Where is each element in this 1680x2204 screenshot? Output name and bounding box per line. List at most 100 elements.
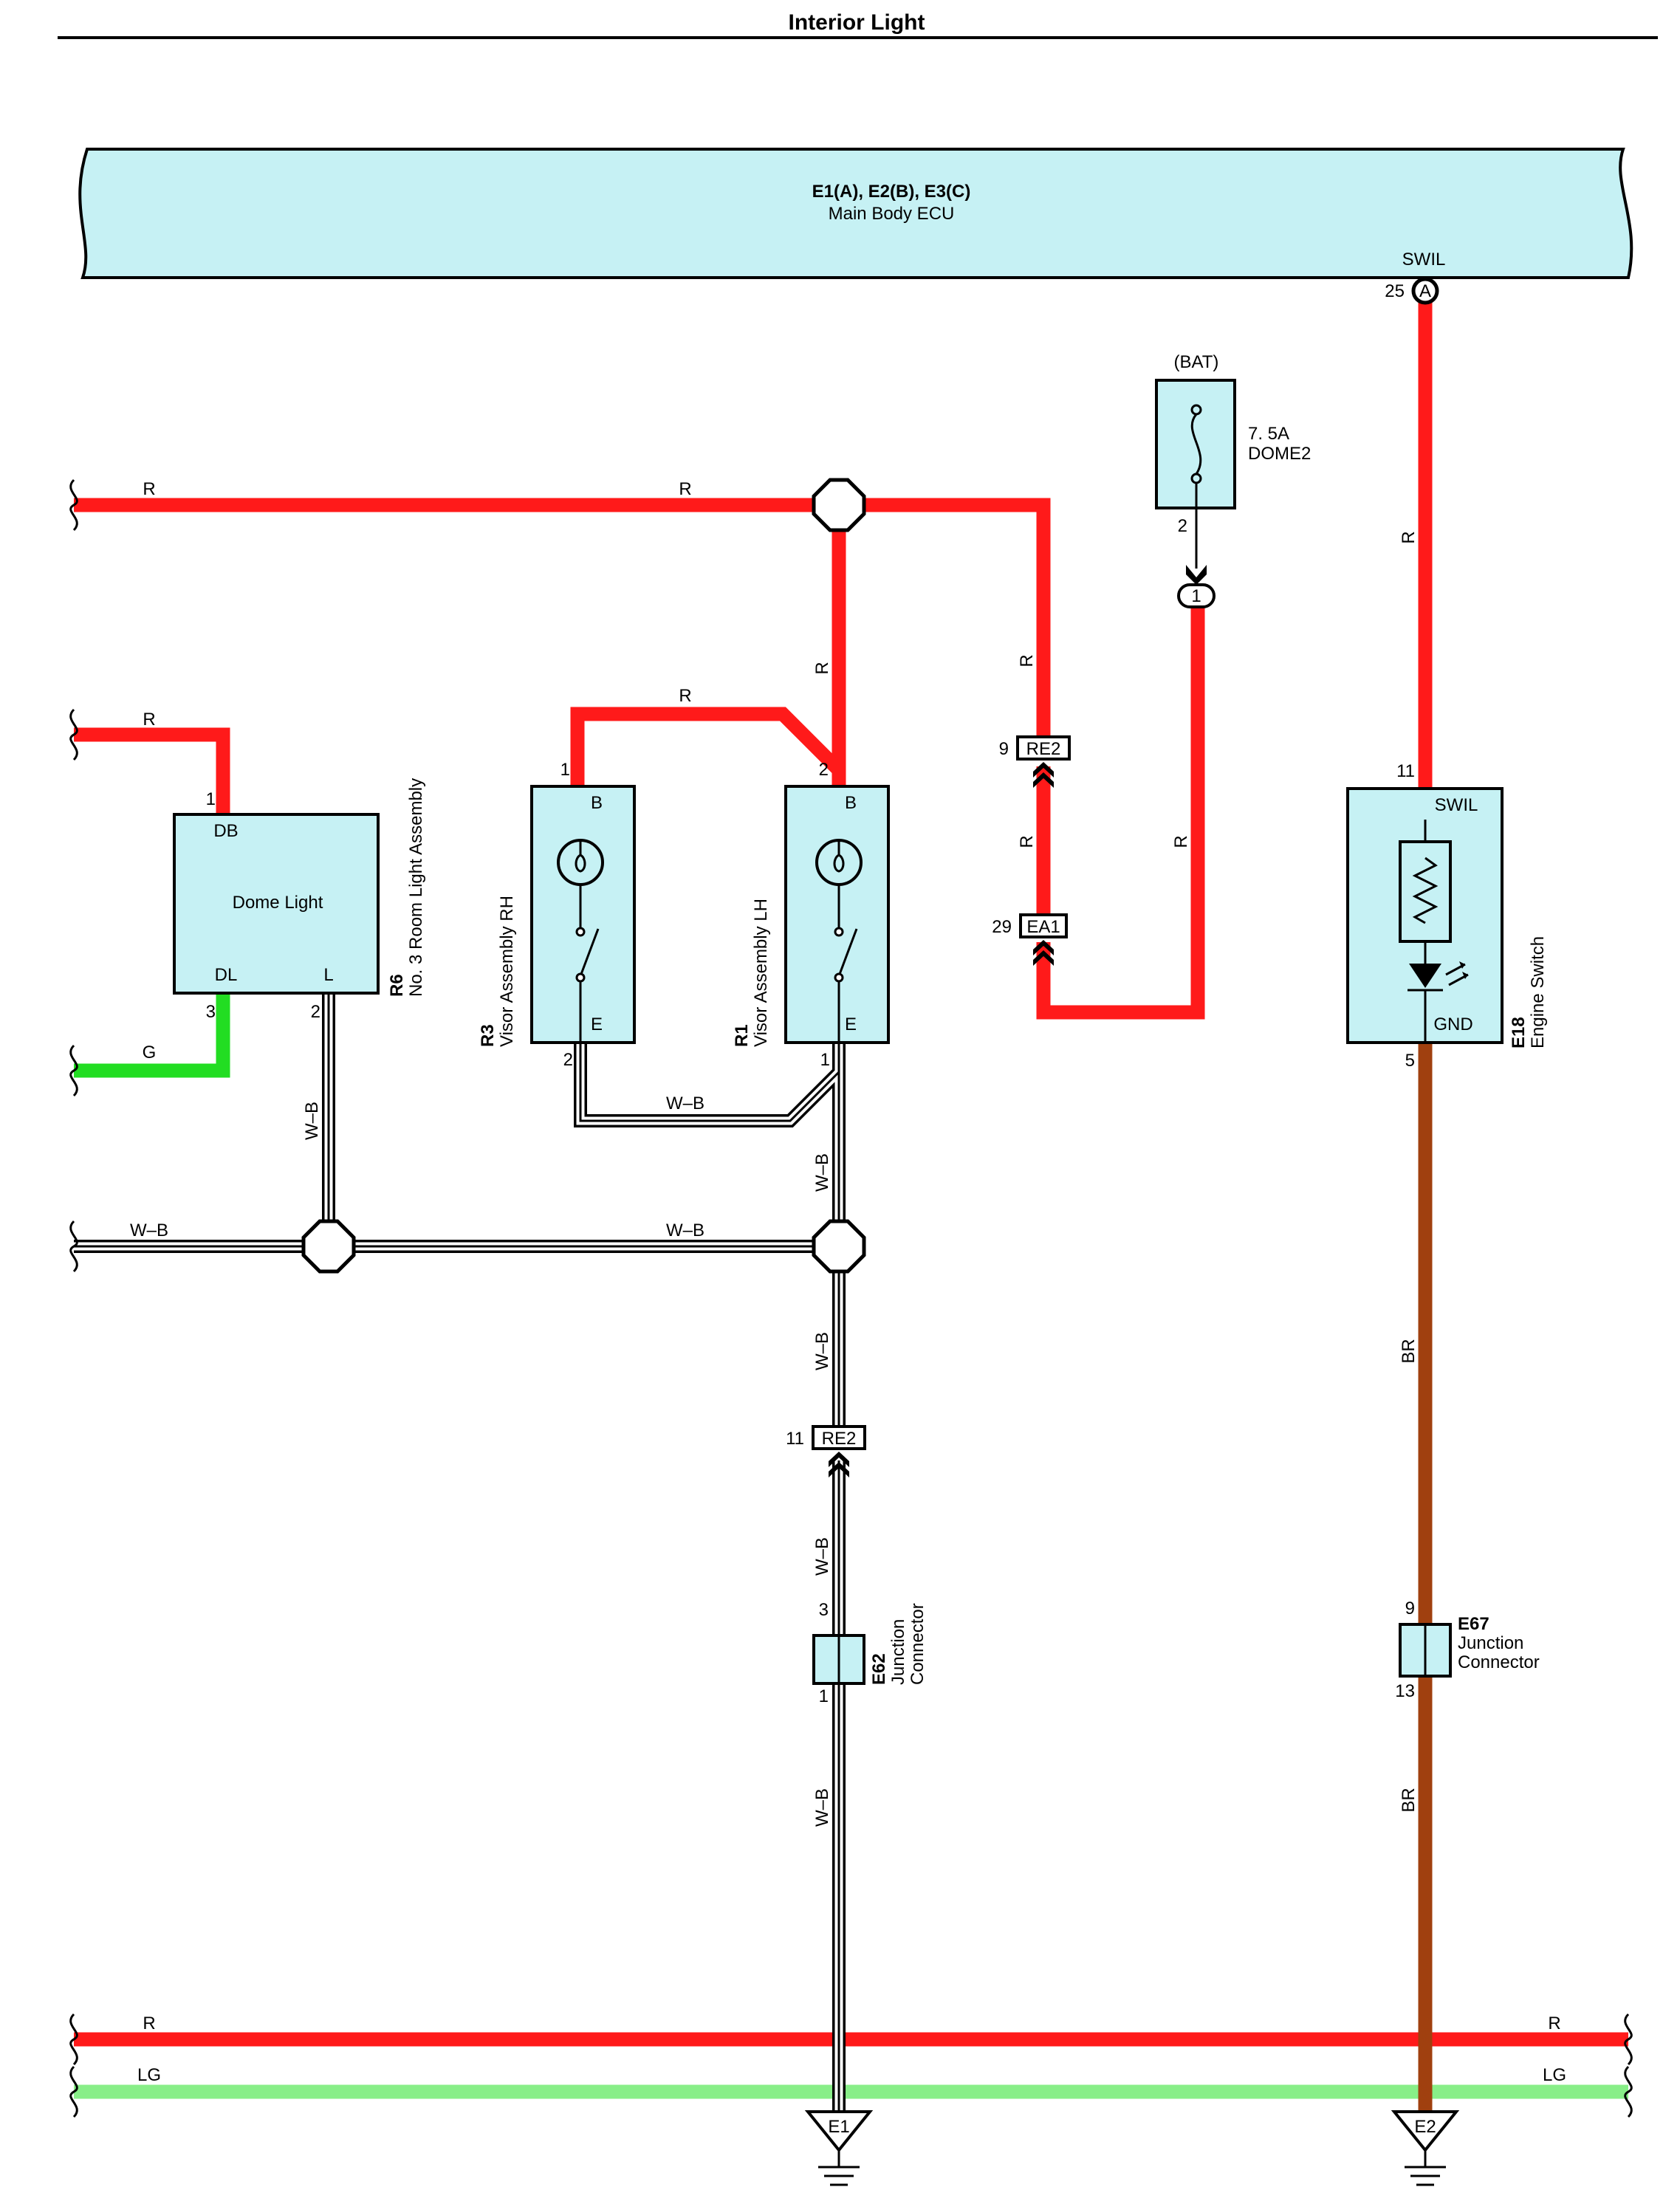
wire-label-wb-v4: W–B xyxy=(812,1537,832,1576)
visor-rh-term-b: B xyxy=(591,793,603,813)
visor-rh-pin-e: 2 xyxy=(563,1050,573,1070)
wire-label-br-1: BR xyxy=(1399,1339,1419,1363)
wire-bus-crossings xyxy=(832,2023,1433,2119)
wire-r-top xyxy=(74,498,1051,786)
junction-e67-pin-out: 13 xyxy=(1395,1681,1415,1701)
visor-lh-code: R1 xyxy=(732,1024,752,1047)
fuse-connector-pill xyxy=(1177,583,1216,608)
visor-rh-pin-b: 1 xyxy=(560,760,570,780)
page-title: Interior Light xyxy=(789,10,925,35)
visor-rh-switch-icon xyxy=(575,885,600,1043)
wire-label-r-4: R xyxy=(679,686,691,706)
engine-pin-gnd: 5 xyxy=(1405,1051,1415,1071)
wire-r-dome-feed xyxy=(74,727,230,814)
connector-ea1: EA1 29 xyxy=(992,913,1068,966)
junction-e62-pin-out: 1 xyxy=(819,1686,829,1706)
dome-pin-db: 1 xyxy=(206,789,216,809)
wire-g-dome xyxy=(74,993,230,1078)
fuse-connector-pin: 1 xyxy=(1191,586,1201,606)
engine-resistor-icon xyxy=(1399,820,1452,964)
wire-label-r-v2: R xyxy=(1017,654,1037,667)
dome-name: No. 3 Room Light Assembly xyxy=(406,778,426,997)
junction-e67-code: E67 xyxy=(1458,1614,1489,1634)
junction-e67-line1: Junction xyxy=(1458,1633,1523,1653)
fuse-name: DOME2 xyxy=(1248,444,1311,464)
visor-lh-pin-b: 2 xyxy=(819,760,829,780)
fuse-source: (BAT) xyxy=(1174,352,1219,372)
wire-break-marks xyxy=(69,478,1633,2118)
ecu-name: Main Body ECU xyxy=(829,204,955,224)
ground-e1-icon xyxy=(804,2110,874,2186)
ecu-pin-number: 25 xyxy=(1385,281,1405,301)
wire-label-r-3: R xyxy=(143,710,155,729)
fuse-pin: 2 xyxy=(1178,516,1187,536)
svg-text:RE2: RE2 xyxy=(1026,739,1061,759)
wire-wb xyxy=(74,993,846,2112)
wire-r-ea1-loop xyxy=(1036,607,1205,1020)
fuse-arrow-icon xyxy=(1186,565,1207,585)
visor-rh-term-e: E xyxy=(591,1015,603,1034)
visor-rh-name: Visor Assembly RH xyxy=(497,896,517,1047)
dome-term-db: DB xyxy=(213,821,238,841)
junction-e62-pin-in: 3 xyxy=(819,1600,829,1620)
wire-label-r-bottom-left: R xyxy=(143,2014,155,2033)
engine-term-swil: SWIL xyxy=(1435,795,1478,815)
wire-label-wb-1: W–B xyxy=(130,1221,168,1240)
junction-e62-code: E62 xyxy=(869,1653,889,1685)
junction-e67-pin-in: 9 xyxy=(1405,1599,1415,1618)
junction-e62-line1: Junction xyxy=(888,1619,908,1685)
connector-re2-bottom: RE2 11 xyxy=(786,1425,866,1477)
engine-pin-swil: 11 xyxy=(1396,761,1415,781)
visor-lh-pin-e: 1 xyxy=(820,1050,830,1070)
ecu-pin-a-letter: A xyxy=(1419,281,1431,301)
svg-text:9: 9 xyxy=(999,739,1009,759)
dome-code: R6 xyxy=(387,974,407,997)
engine-name: Engine Switch xyxy=(1528,936,1548,1048)
wire-label-wb-3: W–B xyxy=(666,1094,704,1113)
wire-label-r-1: R xyxy=(143,479,155,499)
junction-e67-line2: Connector xyxy=(1458,1652,1540,1672)
wire-label-r-v3: R xyxy=(1017,835,1037,848)
wire-label-r-bottom-right: R xyxy=(1548,2014,1560,2033)
visor-rh-box xyxy=(530,785,636,1044)
ecu-terminal-swil: SWIL xyxy=(1402,250,1446,270)
wire-label-br-2: BR xyxy=(1399,1788,1419,1812)
splice-r-top xyxy=(812,478,866,532)
wire-label-wb-v2: W–B xyxy=(812,1153,832,1192)
visor-lh-term-e: E xyxy=(845,1015,857,1034)
ground-e2-icon xyxy=(1391,2110,1460,2186)
engine-led-icon xyxy=(1408,961,1469,1043)
splice-wb-right xyxy=(812,1219,866,1274)
dome-term-l: L xyxy=(323,965,333,985)
engine-code: E18 xyxy=(1509,1017,1529,1048)
wire-label-r-v4: R xyxy=(1171,835,1191,848)
splice-wb-left xyxy=(301,1219,356,1274)
visor-rh-code: R3 xyxy=(478,1024,498,1047)
svg-text:29: 29 xyxy=(992,917,1012,937)
ground-e1-label: E1 xyxy=(828,2117,849,2137)
ground-e2-label: E2 xyxy=(1414,2117,1436,2137)
dome-light-box xyxy=(173,813,380,995)
wire-label-wb-v5: W–B xyxy=(812,1788,832,1827)
visor-lh-switch-icon xyxy=(834,885,858,1043)
ecu-body xyxy=(78,148,1633,279)
connector-re2-top: RE2 9 xyxy=(999,735,1071,788)
svg-text:RE2: RE2 xyxy=(822,1429,857,1449)
svg-text:EA1: EA1 xyxy=(1026,917,1060,937)
ecu-connector-codes: E1(A), E2(B), E3(C) xyxy=(812,182,971,202)
svg-text:11: 11 xyxy=(786,1429,804,1449)
fuse-rating: 7. 5A xyxy=(1248,424,1289,444)
wire-label-lg-right: LG xyxy=(1543,2065,1566,2085)
wire-label-r-v5: R xyxy=(1399,531,1419,543)
wire-label-r-v1: R xyxy=(812,662,832,674)
wire-label-wb-v3: W–B xyxy=(812,1332,832,1370)
ecu-pin-a xyxy=(1411,277,1439,305)
wire-label-r-2: R xyxy=(679,479,691,499)
visor-lh-box xyxy=(784,785,890,1044)
wire-label-wb-2: W–B xyxy=(666,1221,704,1240)
wire-label-lg-left: LG xyxy=(137,2065,161,2085)
visor-lh-term-b: B xyxy=(845,793,857,813)
engine-term-gnd: GND xyxy=(1433,1015,1472,1034)
dome-term-dl: DL xyxy=(215,965,238,985)
